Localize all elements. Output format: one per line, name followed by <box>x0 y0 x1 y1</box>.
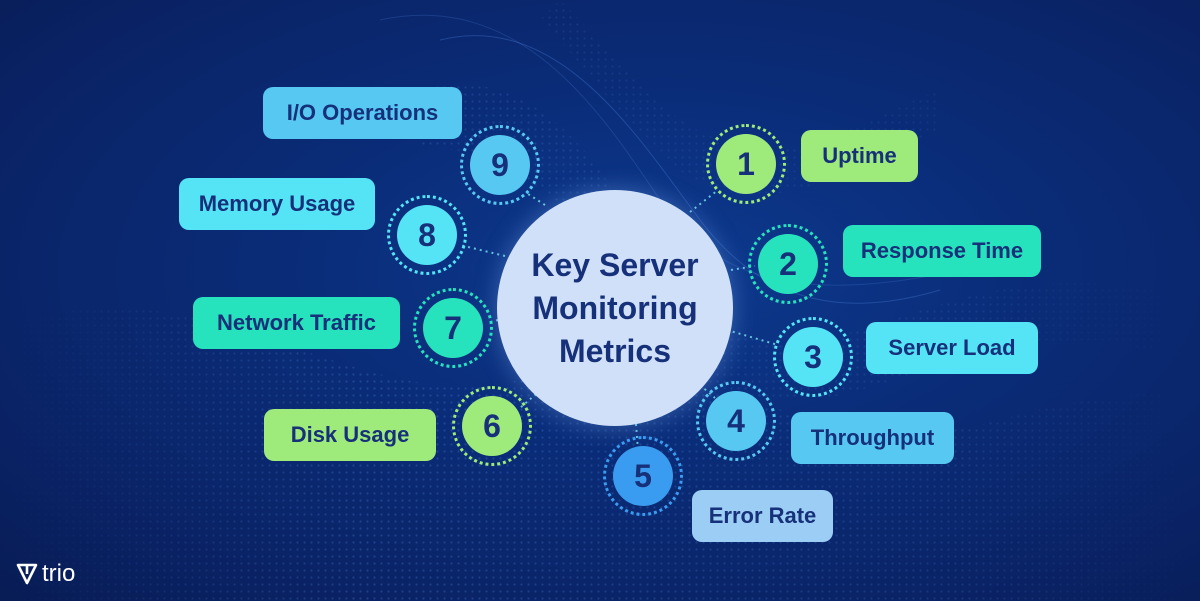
metric-2-ring <box>748 224 828 304</box>
metric-4-ring <box>696 381 776 461</box>
metric-5-ring <box>603 436 683 516</box>
metric-9-ring <box>460 125 540 205</box>
metric-3-label: Server Load <box>866 322 1038 374</box>
center-title-line-3: Metrics <box>558 332 672 369</box>
metric-8-ring <box>387 195 467 275</box>
connector-8 <box>459 244 506 257</box>
metric-8-label: Memory Usage <box>179 178 375 230</box>
center-title: Key Server Monitoring Metrics <box>515 244 715 373</box>
metric-7-label: Network Traffic <box>193 297 400 349</box>
trio-logo: trio <box>16 560 75 588</box>
metric-4-label: Throughput <box>791 412 954 464</box>
logo-text: trio <box>42 560 76 587</box>
metric-1-label: Uptime <box>801 130 918 182</box>
trio-logo-icon <box>16 563 38 585</box>
metric-3-number: 3 <box>783 327 843 387</box>
connector-2 <box>730 265 756 271</box>
metric-6-ring <box>452 386 532 466</box>
metric-7-ring <box>413 288 493 368</box>
metric-1-ring <box>706 124 786 204</box>
metric-2-number: 2 <box>758 234 818 294</box>
metric-6-label: Disk Usage <box>264 409 436 461</box>
connector-7 <box>486 319 499 324</box>
metric-6-number: 6 <box>462 396 522 456</box>
center-title-line-2: Monitoring <box>532 289 698 326</box>
metric-5-number: 5 <box>613 446 673 506</box>
metric-7-number: 7 <box>423 298 483 358</box>
metric-9-number: 9 <box>470 135 530 195</box>
connector-1 <box>689 189 719 213</box>
connector-9 <box>524 191 546 206</box>
metric-4-number: 4 <box>706 391 766 451</box>
center-circle: Key Server Monitoring Metrics <box>497 190 733 426</box>
metric-2-label: Response Time <box>843 225 1041 277</box>
center-title-line-1: Key Server <box>531 246 699 283</box>
metric-5-label: Error Rate <box>692 490 833 542</box>
metric-3-ring <box>773 317 853 397</box>
metric-8-number: 8 <box>397 205 457 265</box>
metric-1-number: 1 <box>716 134 776 194</box>
metric-9-label: I/O Operations <box>263 87 462 139</box>
connector-3 <box>726 329 779 346</box>
